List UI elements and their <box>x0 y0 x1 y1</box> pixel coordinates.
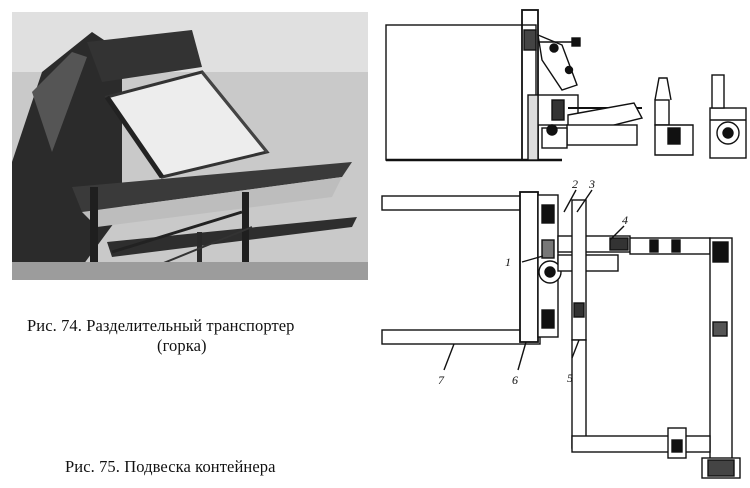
figure-75-caption: Рис. 75. Подвеска контейнера <box>65 457 276 476</box>
callout-2: 2 <box>572 177 578 191</box>
callout-6: 6 <box>512 373 518 387</box>
callout-4: 4 <box>622 213 628 227</box>
callout-5: 5 <box>567 371 573 385</box>
callout-1: 1 <box>505 255 511 269</box>
figure-74-caption: Рис. 74. Разделительный транспортер (гор… <box>27 316 295 356</box>
container-suspension-drawing: 1 2 3 4 5 6 7 <box>372 0 750 488</box>
figure-74-caption-line1: Рис. 74. Разделительный транспортер <box>27 316 295 335</box>
callout-3: 3 <box>588 177 595 191</box>
callout-7: 7 <box>438 373 445 387</box>
figure-74-caption-line2: (горка) <box>157 336 207 355</box>
separator-conveyor-photo <box>12 12 368 280</box>
